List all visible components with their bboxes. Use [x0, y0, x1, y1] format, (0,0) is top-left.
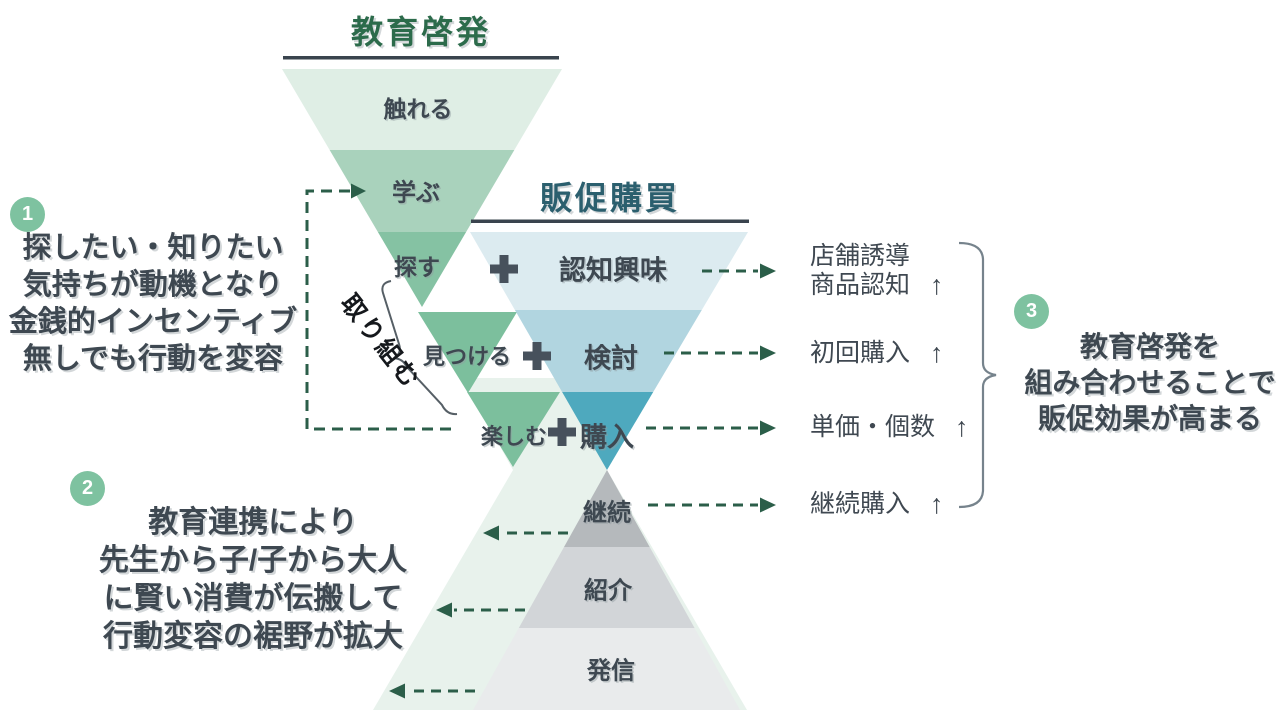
promotion-title-underline	[471, 219, 749, 223]
note3-text: 教育啓発を 組み合わせることで 販促効果が高まる	[1024, 331, 1276, 434]
arrowheads-right	[760, 263, 776, 513]
arrowhead-into-learn	[351, 183, 366, 199]
promotion-level-awareness: 認知興味	[559, 255, 667, 286]
note2-text: 教育連携により 先生から子/子から大人 に賢い消費が伝搬して 行動変容の裾野が拡…	[98, 506, 408, 653]
education-title: 教育啓発	[350, 14, 492, 50]
left-brace	[381, 280, 458, 416]
right-brace	[958, 241, 997, 509]
note1-text: 探したい・知りたい 気持ちが動機となり 金銭的インセンティブ 無しでも行動を変容	[8, 232, 298, 375]
up-arrow-icon: ↑	[930, 338, 944, 368]
pyramid-level-continue: 継続	[583, 499, 631, 527]
note1-number-badge: 1	[10, 197, 45, 232]
education-level-enjoy: 楽しむ	[480, 424, 548, 449]
up-arrow-icon: ↑	[930, 270, 944, 300]
education-level-learn: 学ぶ	[392, 179, 440, 207]
metric-first-purchase: 初回購入 ↑	[810, 338, 944, 368]
promotion-level-purchase: 購入	[580, 422, 634, 453]
education-level-search: 探す	[394, 254, 440, 280]
dashed-arrows-left	[407, 531, 568, 693]
education-title-underline	[283, 56, 559, 60]
plus-icon	[523, 342, 551, 370]
pyramid-level-refer: 紹介	[584, 577, 632, 605]
metric-price-quantity: 単価・個数 ↑	[810, 412, 969, 442]
metric-repeat-purchase: 継続購入 ↑	[810, 489, 944, 519]
up-arrow-icon: ↑	[930, 489, 944, 519]
cascade-triangle-find	[418, 312, 517, 393]
up-arrow-icon: ↑	[955, 412, 969, 442]
note2-number-badge: 2	[70, 471, 105, 506]
plus-icon	[490, 255, 518, 283]
pyramid-level-broadcast: 発信	[587, 657, 635, 685]
plus-icon	[548, 418, 576, 446]
promotion-level-consider: 検討	[584, 343, 638, 374]
education-level-touch: 触れる	[383, 96, 453, 122]
promotion-title: 販促購買	[539, 180, 681, 216]
note3-number-badge: 3	[1014, 294, 1049, 329]
education-level-find: 見つける	[422, 344, 512, 369]
metric-store-awareness: 店舗誘導 商品認知 ↑	[810, 242, 944, 300]
cascade-triangle-enjoy	[467, 392, 560, 467]
dashed-arrows-right	[646, 269, 758, 507]
arrowheads-left	[389, 525, 499, 699]
dashed-connector-note1	[305, 189, 458, 431]
